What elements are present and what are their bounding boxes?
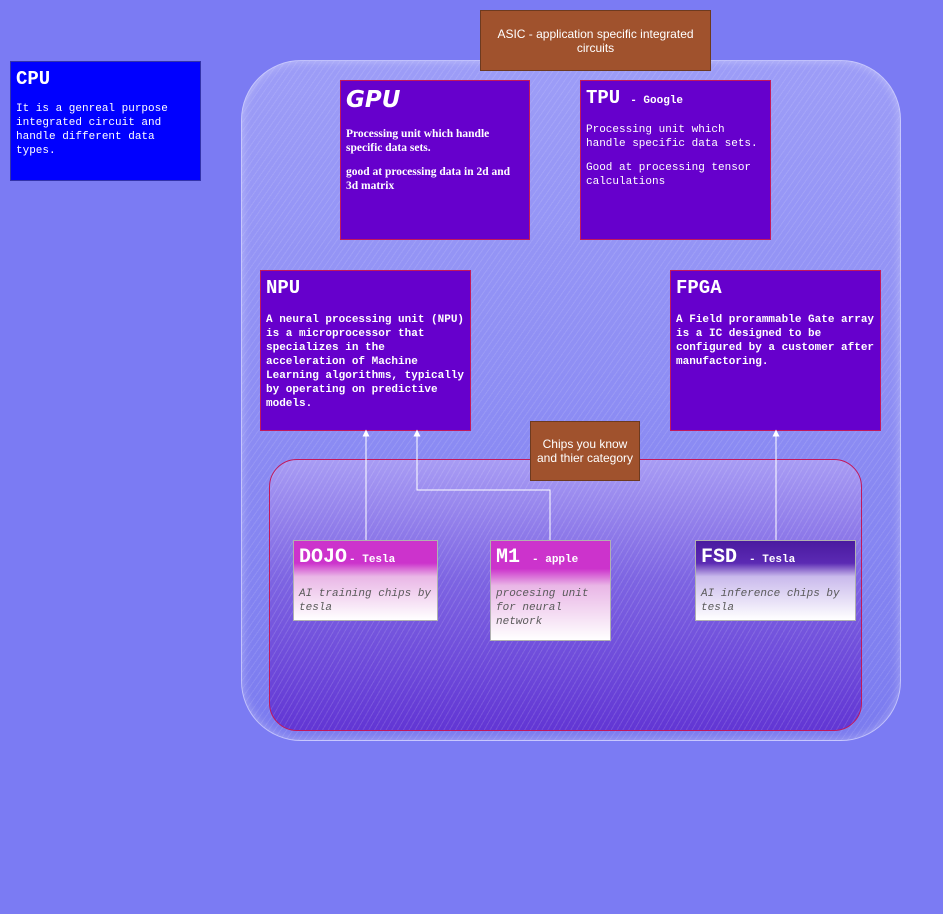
fpga-title: FPGA: [676, 277, 722, 299]
m1-description: procesing unit for neural network: [496, 588, 589, 628]
dojo-subtitle: - Tesla: [349, 554, 396, 566]
cpu-node[interactable]: CPU It is a genreal purpose integrated c…: [10, 61, 201, 181]
gpu-description-line-2: good at processing data in 2d and 3d mat…: [346, 166, 511, 192]
cpu-title: CPU: [16, 68, 51, 90]
dojo-title: DOJO: [299, 546, 348, 569]
edge-m1-to-npu: [413, 429, 551, 540]
m1-title-row: M1 - apple: [496, 546, 605, 569]
gpu-node[interactable]: GPU Processing unit which handle specifi…: [340, 80, 530, 240]
fsd-node[interactable]: FSD - Tesla AI inference chips by tesla: [695, 540, 856, 621]
tpu-description-line-1: Processing unit which handle specific da…: [586, 124, 758, 150]
tpu-description: Processing unit which handle specific da…: [586, 123, 765, 189]
fpga-description: A Field prorammable Gate array is a IC d…: [676, 314, 875, 368]
asic-label-text: ASIC - application specific integrated c…: [497, 26, 694, 55]
tpu-title: TPU: [586, 87, 621, 109]
gpu-description: Processing unit which handle specific da…: [346, 127, 524, 193]
tpu-description-line-2: Good at processing tensor calculations: [586, 162, 752, 188]
cpu-description: It is a genreal purpose integrated circu…: [16, 103, 168, 157]
npu-node[interactable]: NPU A neural processing unit (NPU) is a …: [260, 270, 471, 431]
fsd-title-row: FSD - Tesla: [701, 546, 850, 569]
fsd-subtitle: - Tesla: [749, 554, 796, 566]
npu-title: NPU: [266, 277, 301, 299]
dojo-node[interactable]: DOJO- Tesla AI training chips by tesla: [293, 540, 438, 621]
m1-node[interactable]: M1 - apple procesing unit for neural netw…: [490, 540, 611, 641]
tpu-title-row: TPU - Google: [586, 87, 765, 109]
npu-description: A neural processing unit (NPU) is a micr…: [266, 314, 465, 410]
chips-label-text: Chips you know and thier category: [536, 437, 634, 465]
fsd-description: AI inference chips by tesla: [701, 588, 840, 614]
chips-label-node[interactable]: Chips you know and thier category: [530, 421, 640, 481]
gpu-description-line-1: Processing unit which handle specific da…: [346, 128, 490, 154]
fsd-title: FSD: [701, 546, 738, 569]
tpu-subtitle: - Google: [630, 95, 684, 107]
asic-label-node[interactable]: ASIC - application specific integrated c…: [480, 10, 711, 71]
dojo-description: AI training chips by tesla: [299, 588, 432, 614]
m1-subtitle: - apple: [532, 554, 579, 566]
dojo-title-row: DOJO- Tesla: [299, 546, 432, 569]
tpu-node[interactable]: TPU - Google Processing unit which handle…: [580, 80, 771, 240]
m1-title: M1: [496, 546, 521, 569]
gpu-title: GPU: [346, 87, 401, 113]
